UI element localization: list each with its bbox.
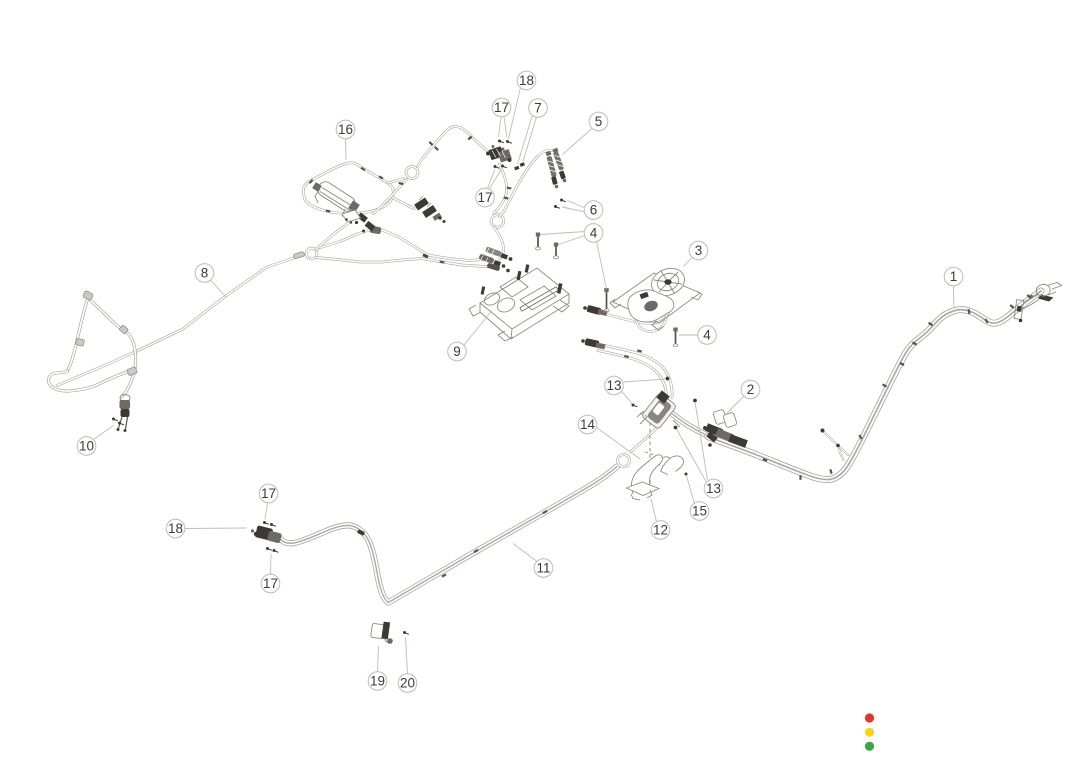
svg-text:3: 3 (695, 243, 703, 258)
svg-text:5: 5 (595, 114, 603, 129)
svg-text:16: 16 (338, 122, 353, 137)
svg-text:18: 18 (168, 521, 183, 536)
svg-text:17: 17 (494, 100, 509, 115)
svg-text:13: 13 (606, 378, 621, 393)
svg-text:18: 18 (519, 73, 534, 88)
svg-text:17: 17 (477, 190, 492, 205)
svg-text:7: 7 (534, 101, 542, 116)
svg-text:13: 13 (706, 481, 721, 496)
svg-text:19: 19 (370, 674, 385, 689)
svg-text:12: 12 (653, 523, 668, 538)
svg-text:11: 11 (536, 561, 550, 576)
svg-text:4: 4 (703, 328, 711, 343)
svg-text:20: 20 (400, 676, 415, 691)
svg-text:8: 8 (201, 266, 209, 281)
svg-text:9: 9 (453, 344, 461, 359)
svg-text:10: 10 (79, 439, 94, 454)
svg-text:15: 15 (692, 504, 707, 519)
svg-text:4: 4 (590, 226, 598, 241)
svg-text:1: 1 (950, 269, 958, 284)
svg-text:17: 17 (261, 486, 276, 501)
svg-text:2: 2 (747, 382, 755, 397)
svg-text:6: 6 (590, 203, 598, 218)
svg-text:14: 14 (580, 417, 596, 432)
svg-text:17: 17 (263, 576, 278, 591)
